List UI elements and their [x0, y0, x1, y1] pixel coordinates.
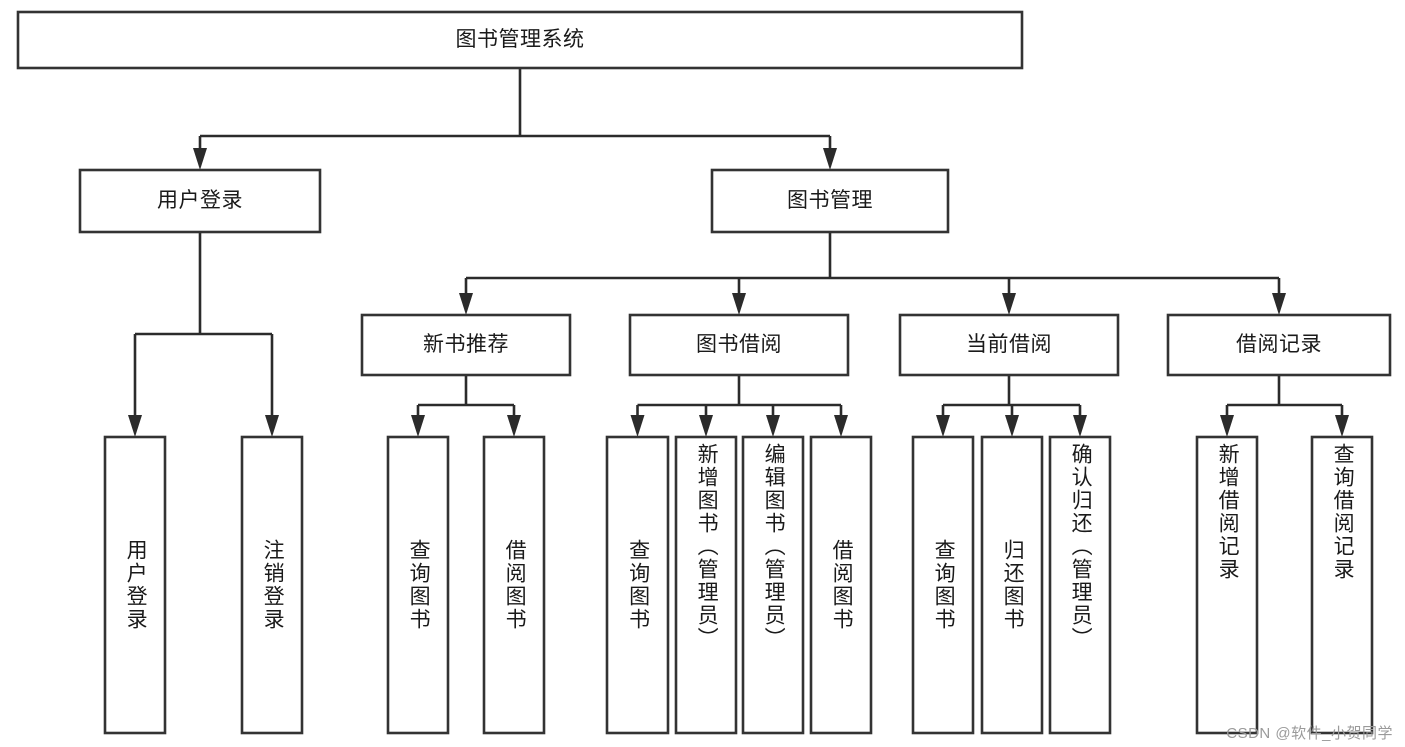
node-box-brw-add[interactable] [674, 435, 738, 735]
arrow-head-icon [823, 148, 837, 170]
node-box-rec-borrow[interactable] [482, 435, 546, 735]
node-box-rec-search[interactable] [1310, 435, 1374, 735]
node-box-cur-query[interactable] [911, 435, 975, 735]
arrow-head-icon [1220, 415, 1234, 437]
node-box-cur-return[interactable] [980, 435, 1044, 735]
arrow-head-icon [630, 415, 645, 437]
node-box-rec-query[interactable] [386, 435, 450, 735]
node-box-book-manage[interactable] [710, 168, 950, 234]
node-box-borrow-record[interactable] [1166, 313, 1392, 377]
node-box-brw-edit[interactable] [741, 435, 805, 735]
arrow-head-icon [834, 415, 848, 437]
arrow-head-icon [507, 415, 521, 437]
node-box-brw-borrow[interactable] [809, 435, 873, 735]
node-box-logout-do[interactable] [240, 435, 304, 735]
boxes-layer [16, 10, 1392, 735]
arrow-head-icon [732, 293, 746, 315]
arrow-head-icon [1073, 415, 1087, 437]
arrow-head-icon [411, 415, 425, 437]
node-box-root[interactable] [16, 10, 1024, 70]
arrow-head-icon [128, 415, 142, 437]
node-box-rec-add[interactable] [1195, 435, 1259, 735]
arrow-head-icon [766, 415, 780, 437]
watermark-text: CSDN @软件_小贺同学 [1226, 725, 1393, 742]
connectors-layer [128, 68, 1349, 437]
node-box-brw-query[interactable] [605, 435, 670, 735]
arrow-head-icon [265, 415, 279, 437]
node-box-user-login[interactable] [78, 168, 322, 234]
arrow-head-icon [1335, 415, 1349, 437]
node-box-book-borrow[interactable] [628, 313, 850, 377]
arrow-head-icon [936, 415, 950, 437]
arrow-head-icon [459, 293, 473, 315]
node-box-current-borrow[interactable] [898, 313, 1120, 377]
arrow-head-icon [1272, 293, 1286, 315]
arrow-head-icon [699, 415, 713, 437]
arrow-head-icon [1002, 293, 1016, 315]
node-box-login-do[interactable] [103, 435, 167, 735]
arrow-head-icon [1005, 415, 1019, 437]
node-box-new-book-rec[interactable] [360, 313, 572, 377]
node-box-cur-confirm[interactable] [1048, 435, 1112, 735]
arrow-head-icon [193, 148, 207, 170]
